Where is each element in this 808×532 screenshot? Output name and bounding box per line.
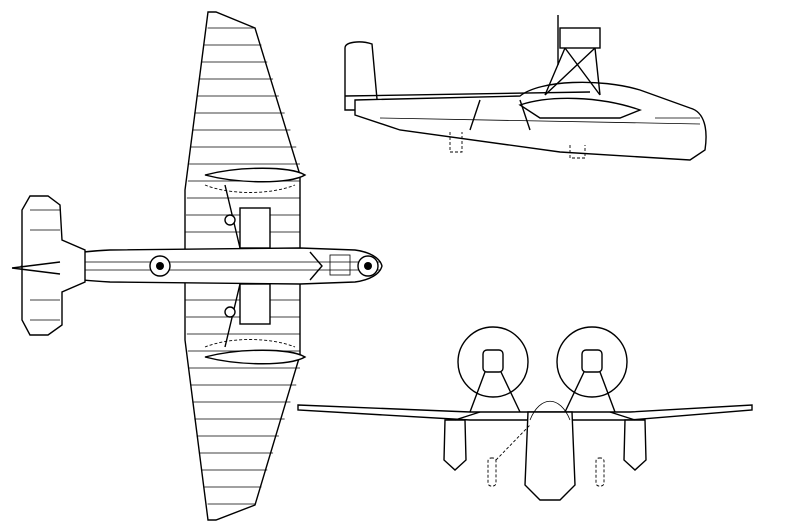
side-view	[344, 15, 707, 161]
top-view	[11, 11, 383, 521]
float-right	[623, 419, 647, 471]
float-left	[443, 419, 467, 471]
engine	[559, 27, 601, 49]
front-view	[297, 326, 753, 501]
propeller-disc-right	[556, 326, 628, 398]
front-hull	[524, 411, 576, 501]
wing-line	[344, 91, 591, 97]
propeller-disc-left	[457, 326, 529, 398]
nacelle-lower	[204, 349, 307, 365]
front-wing	[297, 404, 753, 421]
nacelle-upper	[204, 167, 307, 183]
